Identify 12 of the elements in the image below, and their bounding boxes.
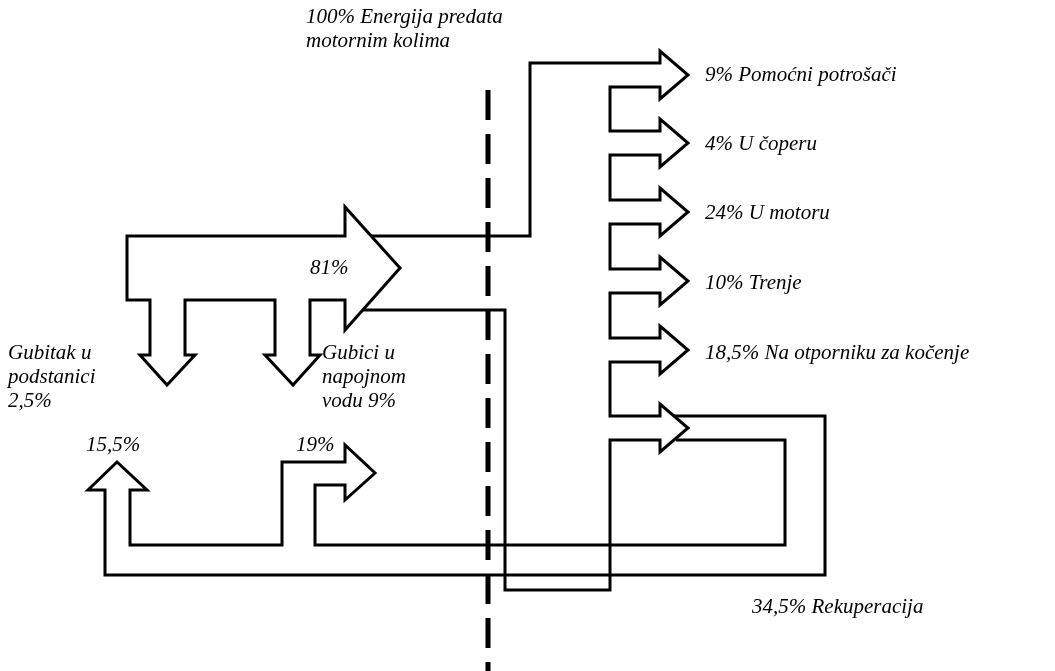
flow-label: 24% U motoru bbox=[705, 200, 830, 224]
flow-label: 19% bbox=[296, 432, 335, 456]
flow-label: Gubitak u podstanici 2,5% bbox=[8, 340, 97, 412]
boundary-label: 100% Energija predata motornim kolima bbox=[306, 4, 504, 52]
flow-label: 15,5% bbox=[86, 432, 141, 456]
flow-label: 10% Trenje bbox=[705, 270, 802, 294]
flow-label: Gubici u napojnom vodu 9% bbox=[322, 340, 407, 412]
flow-label: 9% Pomoćni potrošači bbox=[705, 62, 897, 86]
flow-label: 4% U čoperu bbox=[705, 131, 817, 155]
flow-label: 34,5% Rekuperacija bbox=[752, 594, 924, 618]
flow-label: 81% bbox=[310, 255, 349, 279]
flow-label: 18,5% Na otporniku za kočenje bbox=[705, 340, 970, 364]
